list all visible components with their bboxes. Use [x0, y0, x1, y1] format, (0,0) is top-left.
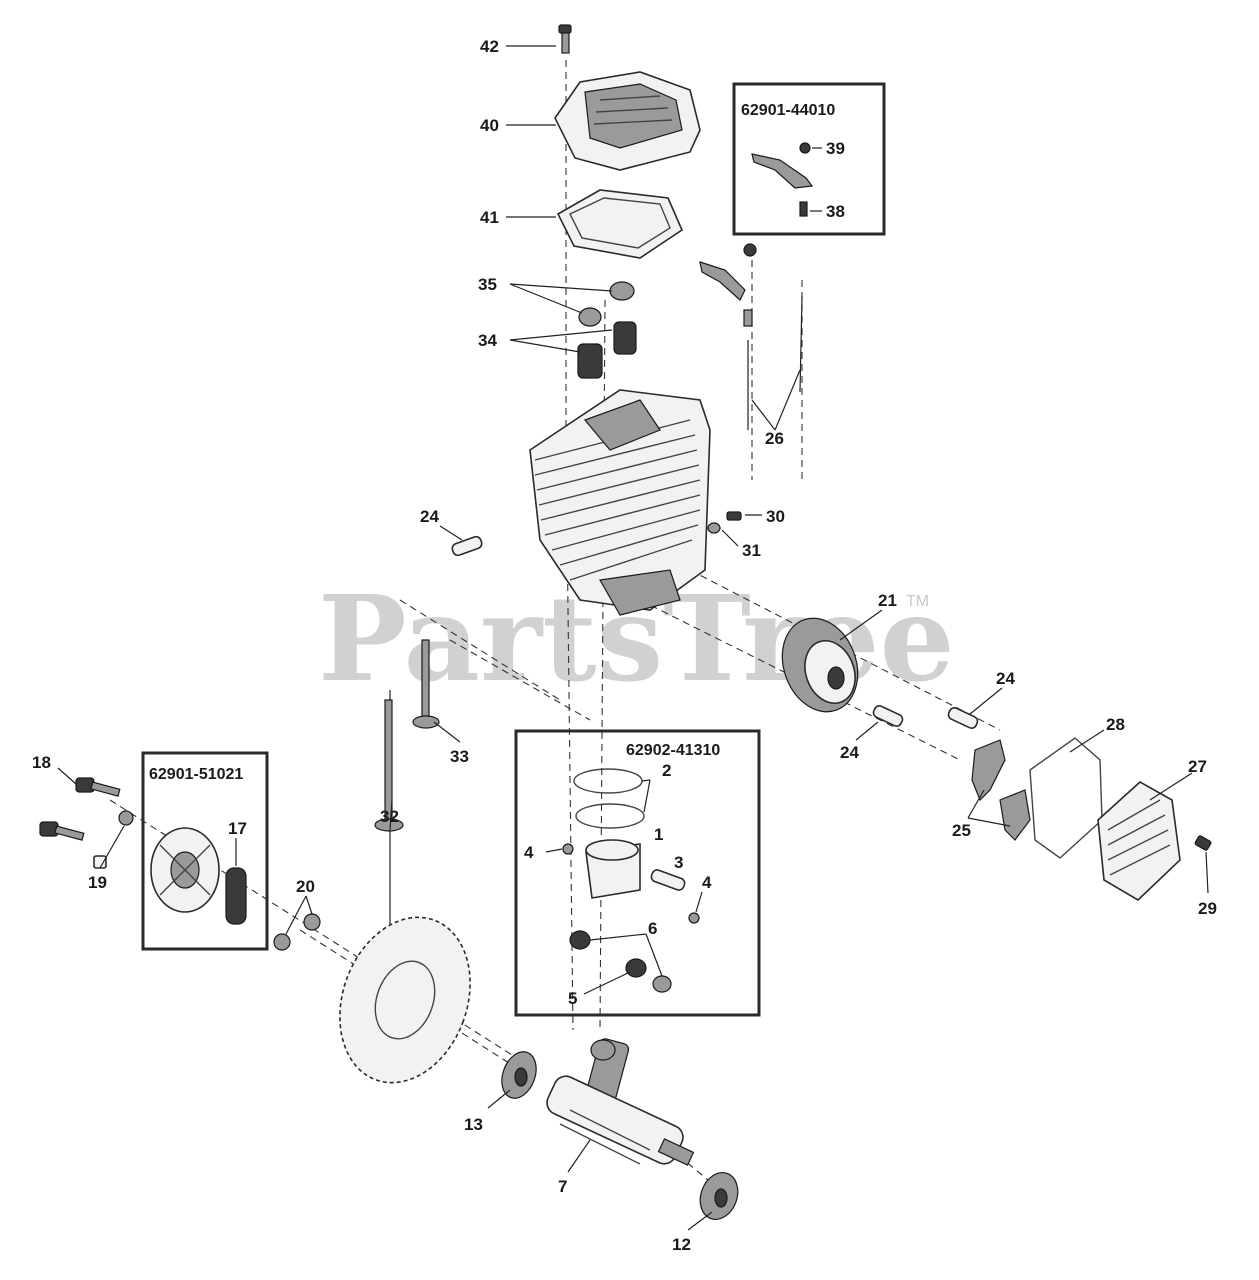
callout-30: 30: [766, 507, 785, 526]
part-21-cam-gear: [781, 617, 859, 713]
callout-33: 33: [450, 747, 469, 766]
part-34-valve-springs: [577, 321, 637, 379]
callout-31: 31: [742, 541, 761, 560]
callout-28: 28: [1106, 715, 1125, 734]
kit-box-piston: 62902-41310: [514, 729, 761, 1017]
kit-label-clutch: 62901-51021: [149, 766, 243, 783]
part-flywheel: [339, 916, 471, 1084]
callout-34: 34: [478, 331, 497, 350]
callout-27: 27: [1188, 757, 1207, 776]
callout-6: 6: [648, 919, 657, 938]
callout-12: 12: [672, 1235, 691, 1254]
callout-5: 5: [568, 989, 577, 1008]
part-rocker-kit-contents: [751, 142, 814, 217]
callout-21: 21: [878, 591, 897, 610]
callout-24-right: 24: [996, 669, 1015, 688]
part-cylinder-block: [529, 389, 711, 616]
part-41-gasket: [556, 189, 684, 259]
callout-1: 1: [654, 825, 663, 844]
callout-24-left: 24: [420, 507, 439, 526]
part-28-crankcase-gasket: [1029, 737, 1103, 859]
part-18-19-bolts: [39, 777, 134, 869]
callout-leader-lines: [57, 45, 1209, 1231]
watermark-trademark: TM: [906, 593, 929, 610]
callout-40: 40: [480, 116, 499, 135]
callout-26: 26: [765, 429, 784, 448]
callout-25: 25: [952, 821, 971, 840]
callout-3: 3: [674, 853, 683, 872]
callout-2: 2: [662, 761, 671, 780]
callout-numbers: 42 40 41 39 38 35 34 26 24 30 31 21 24 2…: [32, 37, 1217, 1254]
part-32-33-valves: [374, 639, 440, 930]
part-13-bearing: [501, 1051, 537, 1099]
callout-38: 38: [826, 202, 845, 221]
callout-18: 18: [32, 753, 51, 772]
kit-box-rocker: 62901-44010: [732, 82, 886, 236]
callout-7: 7: [558, 1177, 567, 1196]
part-29-bolt: [1194, 835, 1212, 851]
callout-29: 29: [1198, 899, 1217, 918]
part-20-nuts: [273, 913, 321, 951]
part-7-crankshaft: [546, 1038, 695, 1166]
callout-4-left: 4: [524, 843, 534, 862]
part-42-bolt: [558, 24, 572, 54]
callout-42: 42: [480, 37, 499, 56]
callout-24-center: 24: [840, 743, 859, 762]
callout-17: 17: [228, 819, 247, 838]
callout-4-right: 4: [702, 873, 712, 892]
part-30-31-bolt-washer: [707, 511, 742, 534]
part-40-valve-cover: [554, 71, 701, 171]
kit-label-rocker: 62901-44010: [741, 102, 835, 119]
part-25-cam-followers: [971, 739, 1031, 841]
kit-label-piston: 62902-41310: [626, 742, 720, 759]
part-26-pushrods: [699, 243, 803, 430]
callout-39: 39: [826, 139, 845, 158]
part-piston-kit-contents: [562, 768, 700, 993]
part-24-pins: [451, 535, 979, 729]
callout-41: 41: [480, 208, 499, 227]
callout-32: 32: [380, 807, 399, 826]
part-12-bearing: [699, 1172, 739, 1220]
part-27-crankcase-cover: [1097, 781, 1181, 901]
callout-19: 19: [88, 873, 107, 892]
callout-20: 20: [296, 877, 315, 896]
callout-35: 35: [478, 275, 497, 294]
callout-13: 13: [464, 1115, 483, 1134]
part-clutch-kit-contents: [150, 827, 247, 925]
kit-box-clutch: 62901-51021: [141, 751, 269, 951]
part-35-valve-retainers: [578, 281, 635, 327]
